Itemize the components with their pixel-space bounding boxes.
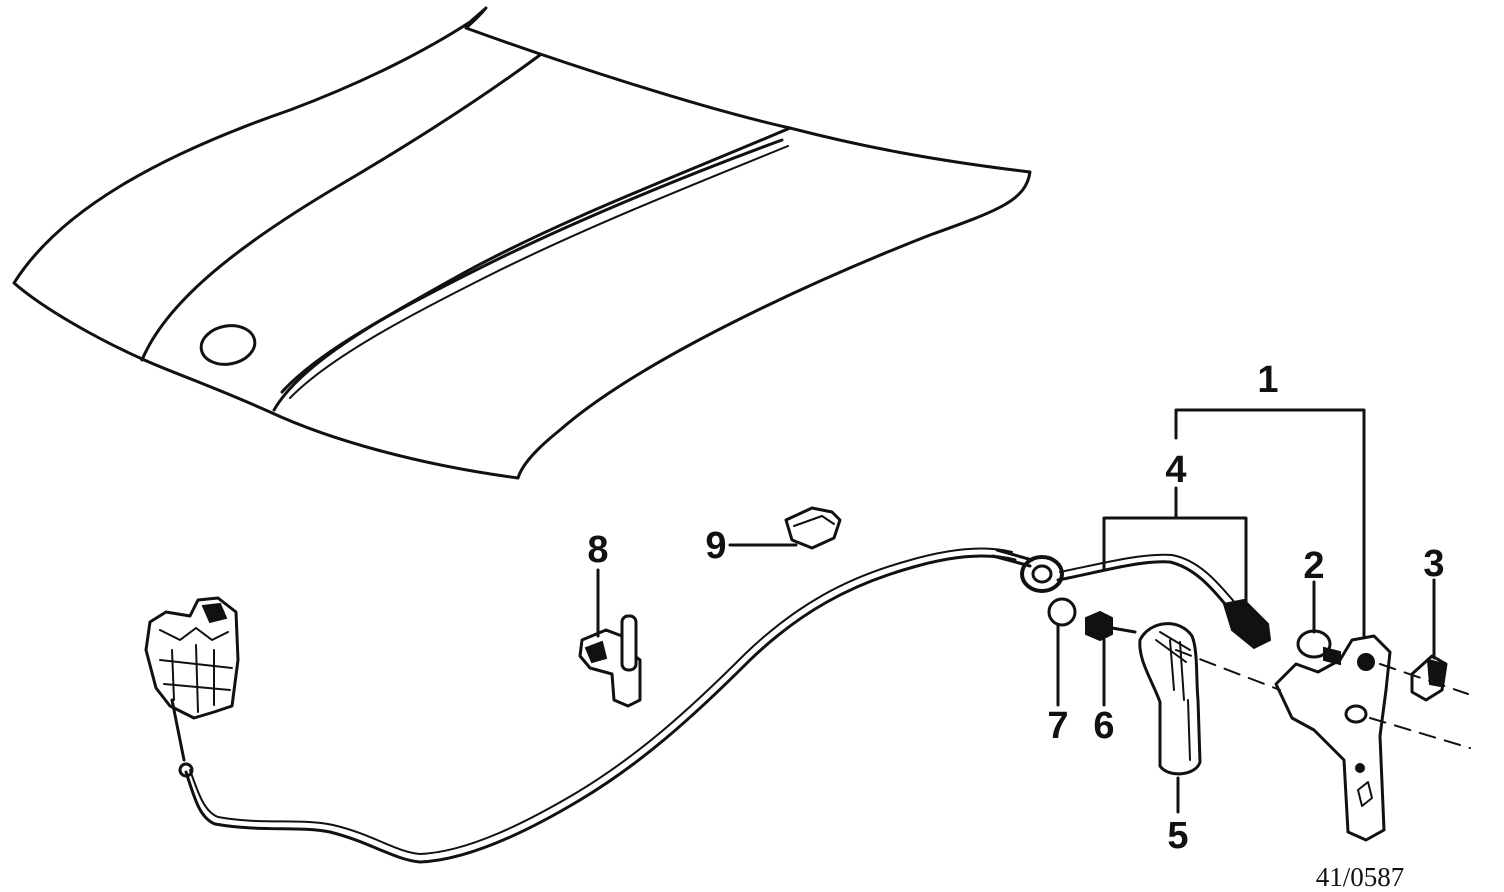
part-5-lever xyxy=(1138,622,1202,814)
callout-7: 7 xyxy=(1047,705,1068,747)
release-cable xyxy=(178,547,1034,864)
bonnet-latch xyxy=(144,596,240,762)
callout-4: 4 xyxy=(1165,449,1186,491)
part-7-washer xyxy=(1047,597,1077,707)
drawing-reference-number: 41/0587 xyxy=(1316,862,1405,892)
callout-9: 9 xyxy=(705,525,726,567)
part-9-clip xyxy=(728,506,842,550)
callout-3: 3 xyxy=(1423,543,1444,585)
bonnet-panel xyxy=(12,6,1032,480)
callout-5: 5 xyxy=(1167,815,1188,857)
group-brackets xyxy=(1102,408,1366,638)
cable-grommet xyxy=(1020,553,1272,650)
release-lever-bracket xyxy=(1274,634,1392,842)
callout-6: 6 xyxy=(1093,705,1114,747)
callout-1: 1 xyxy=(1257,359,1278,401)
part-3-clip xyxy=(1410,578,1448,702)
assembly-axis-lines xyxy=(1175,649,1471,749)
callout-8: 8 xyxy=(587,529,608,571)
callout-2: 2 xyxy=(1303,545,1324,587)
part-8-catch xyxy=(578,568,642,708)
part-6-nut xyxy=(1085,610,1137,707)
callout-labels: 1 2 3 4 5 6 7 8 9 xyxy=(587,359,1444,857)
part-2-bush xyxy=(1296,580,1341,666)
